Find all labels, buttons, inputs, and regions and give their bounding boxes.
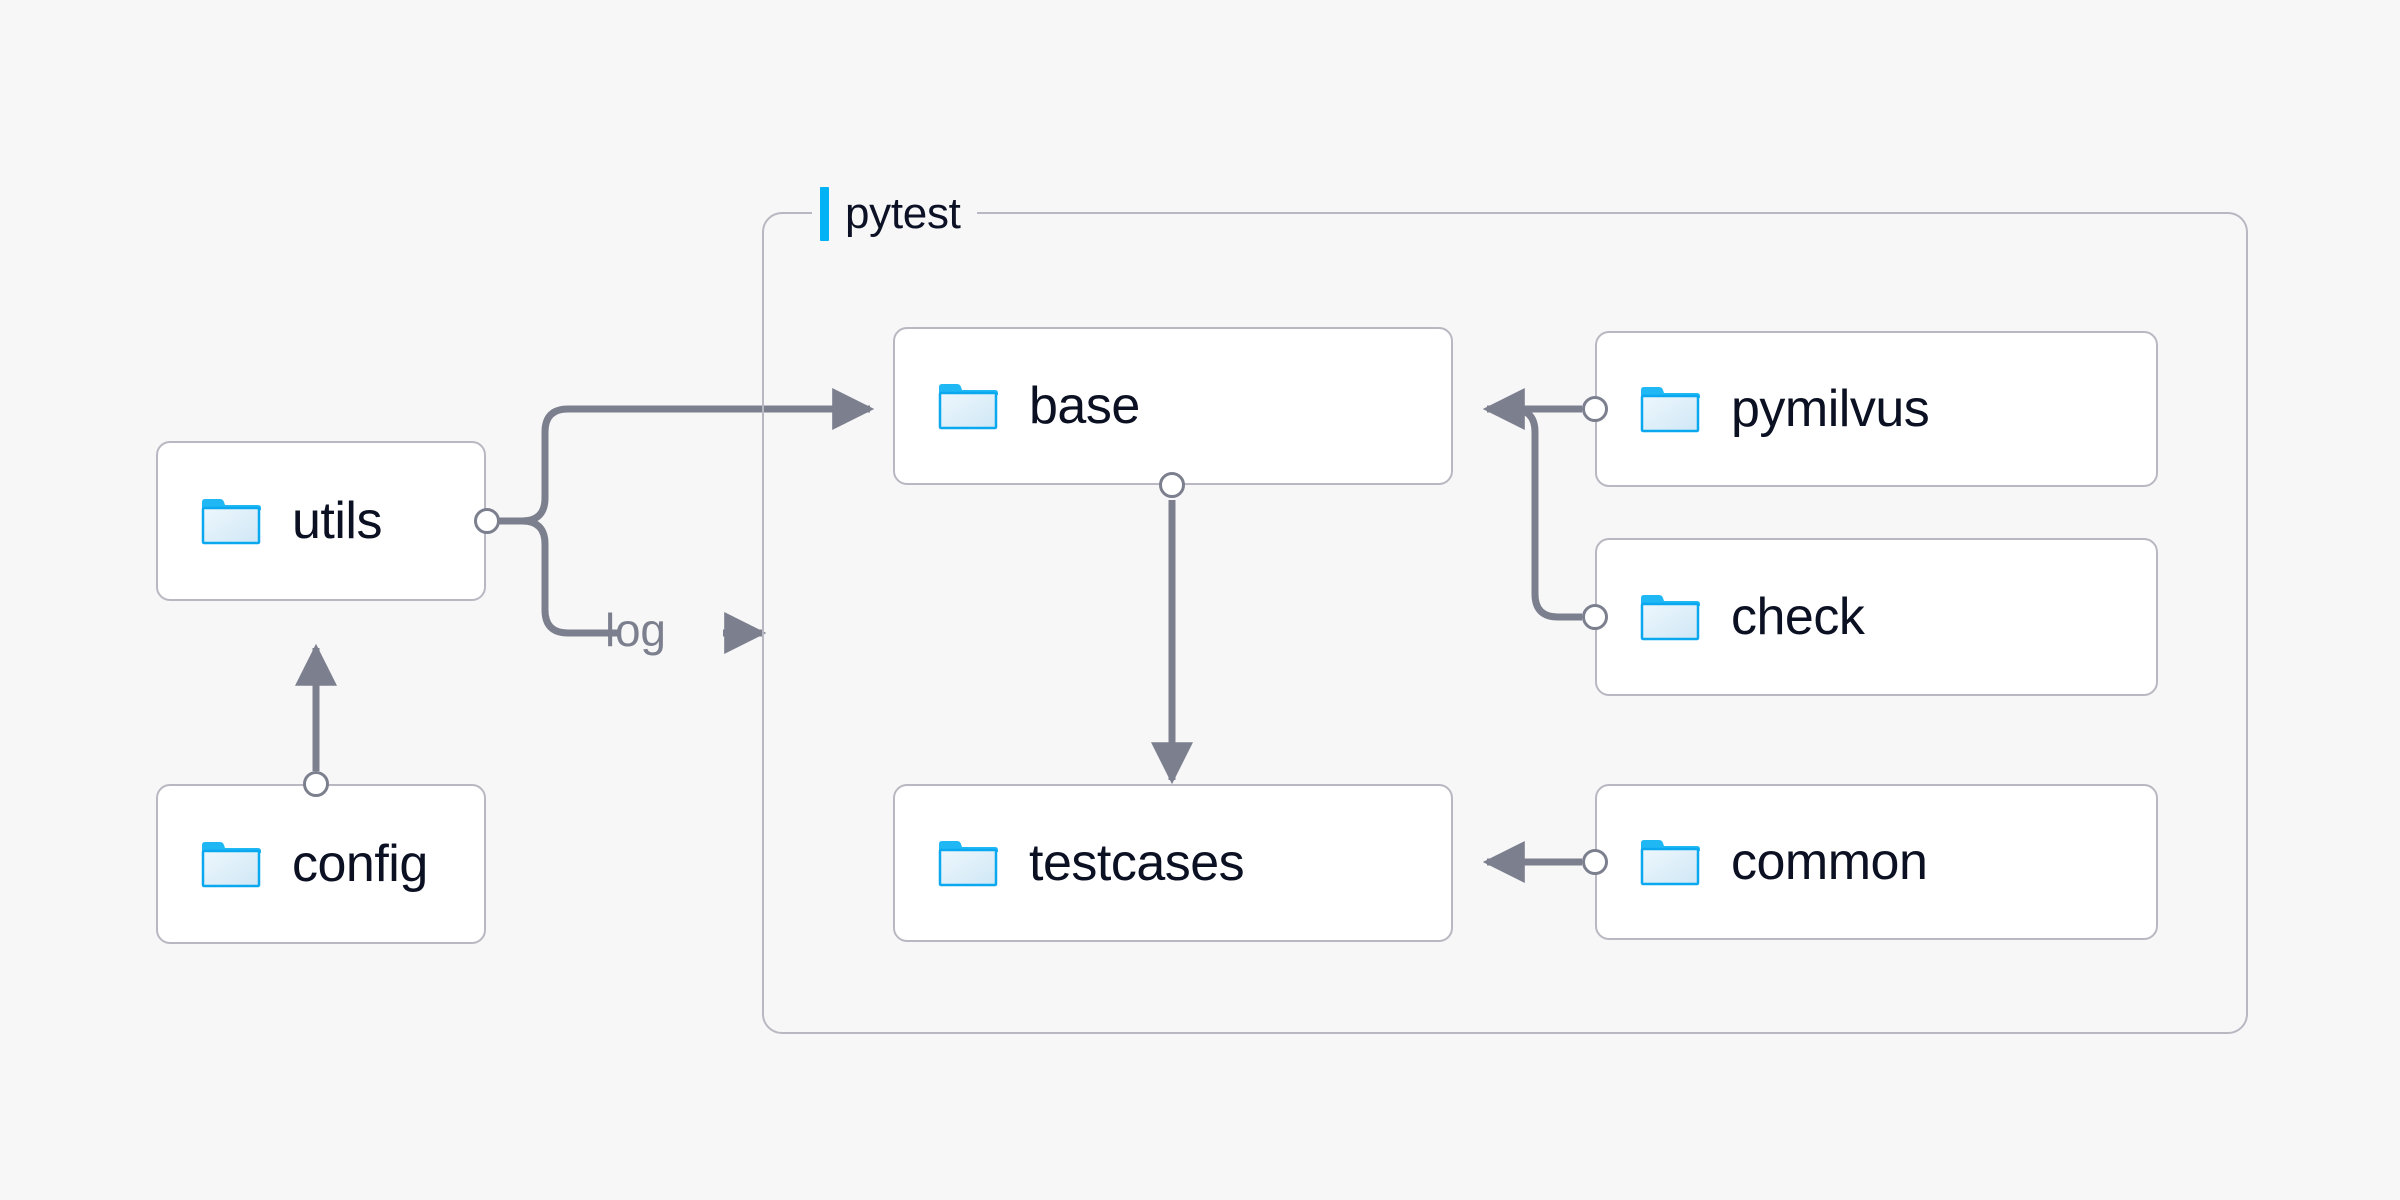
node-testcases-label: testcases: [1029, 834, 1245, 892]
folder-icon: [201, 499, 261, 545]
port-utils-right[interactable]: [474, 508, 500, 534]
edge-utils-log: [487, 517, 618, 637]
group-pytest-label: pytest: [812, 185, 977, 243]
port-config-top[interactable]: [303, 771, 329, 797]
node-config[interactable]: config: [156, 784, 486, 944]
node-testcases[interactable]: testcases: [893, 784, 1453, 942]
folder-icon: [201, 842, 261, 888]
folder-icon: [1640, 840, 1700, 886]
port-base-bottom[interactable]: [1159, 472, 1185, 498]
folder-icon: [938, 841, 998, 887]
group-pytest[interactable]: [762, 212, 2248, 1034]
node-config-label: config: [292, 835, 428, 893]
node-utils[interactable]: utils: [156, 441, 486, 601]
folder-icon: [1640, 595, 1700, 641]
node-common-label: common: [1731, 833, 1928, 891]
node-pymilvus[interactable]: pymilvus: [1595, 331, 2158, 487]
group-pytest-label-text: pytest: [845, 189, 961, 238]
edge-label-log: log: [605, 604, 666, 656]
port-check-left[interactable]: [1582, 604, 1608, 630]
group-accent-bar: [820, 187, 829, 241]
node-check[interactable]: check: [1595, 538, 2158, 696]
node-base-label: base: [1029, 377, 1140, 435]
folder-icon: [1640, 387, 1700, 433]
node-pymilvus-label: pymilvus: [1731, 380, 1930, 438]
node-check-label: check: [1731, 588, 1865, 646]
port-common-left[interactable]: [1582, 849, 1608, 875]
folder-icon: [938, 384, 998, 430]
port-pymilvus-left[interactable]: [1582, 396, 1608, 422]
node-utils-label: utils: [292, 492, 382, 550]
node-common[interactable]: common: [1595, 784, 2158, 940]
node-base[interactable]: base: [893, 327, 1453, 485]
